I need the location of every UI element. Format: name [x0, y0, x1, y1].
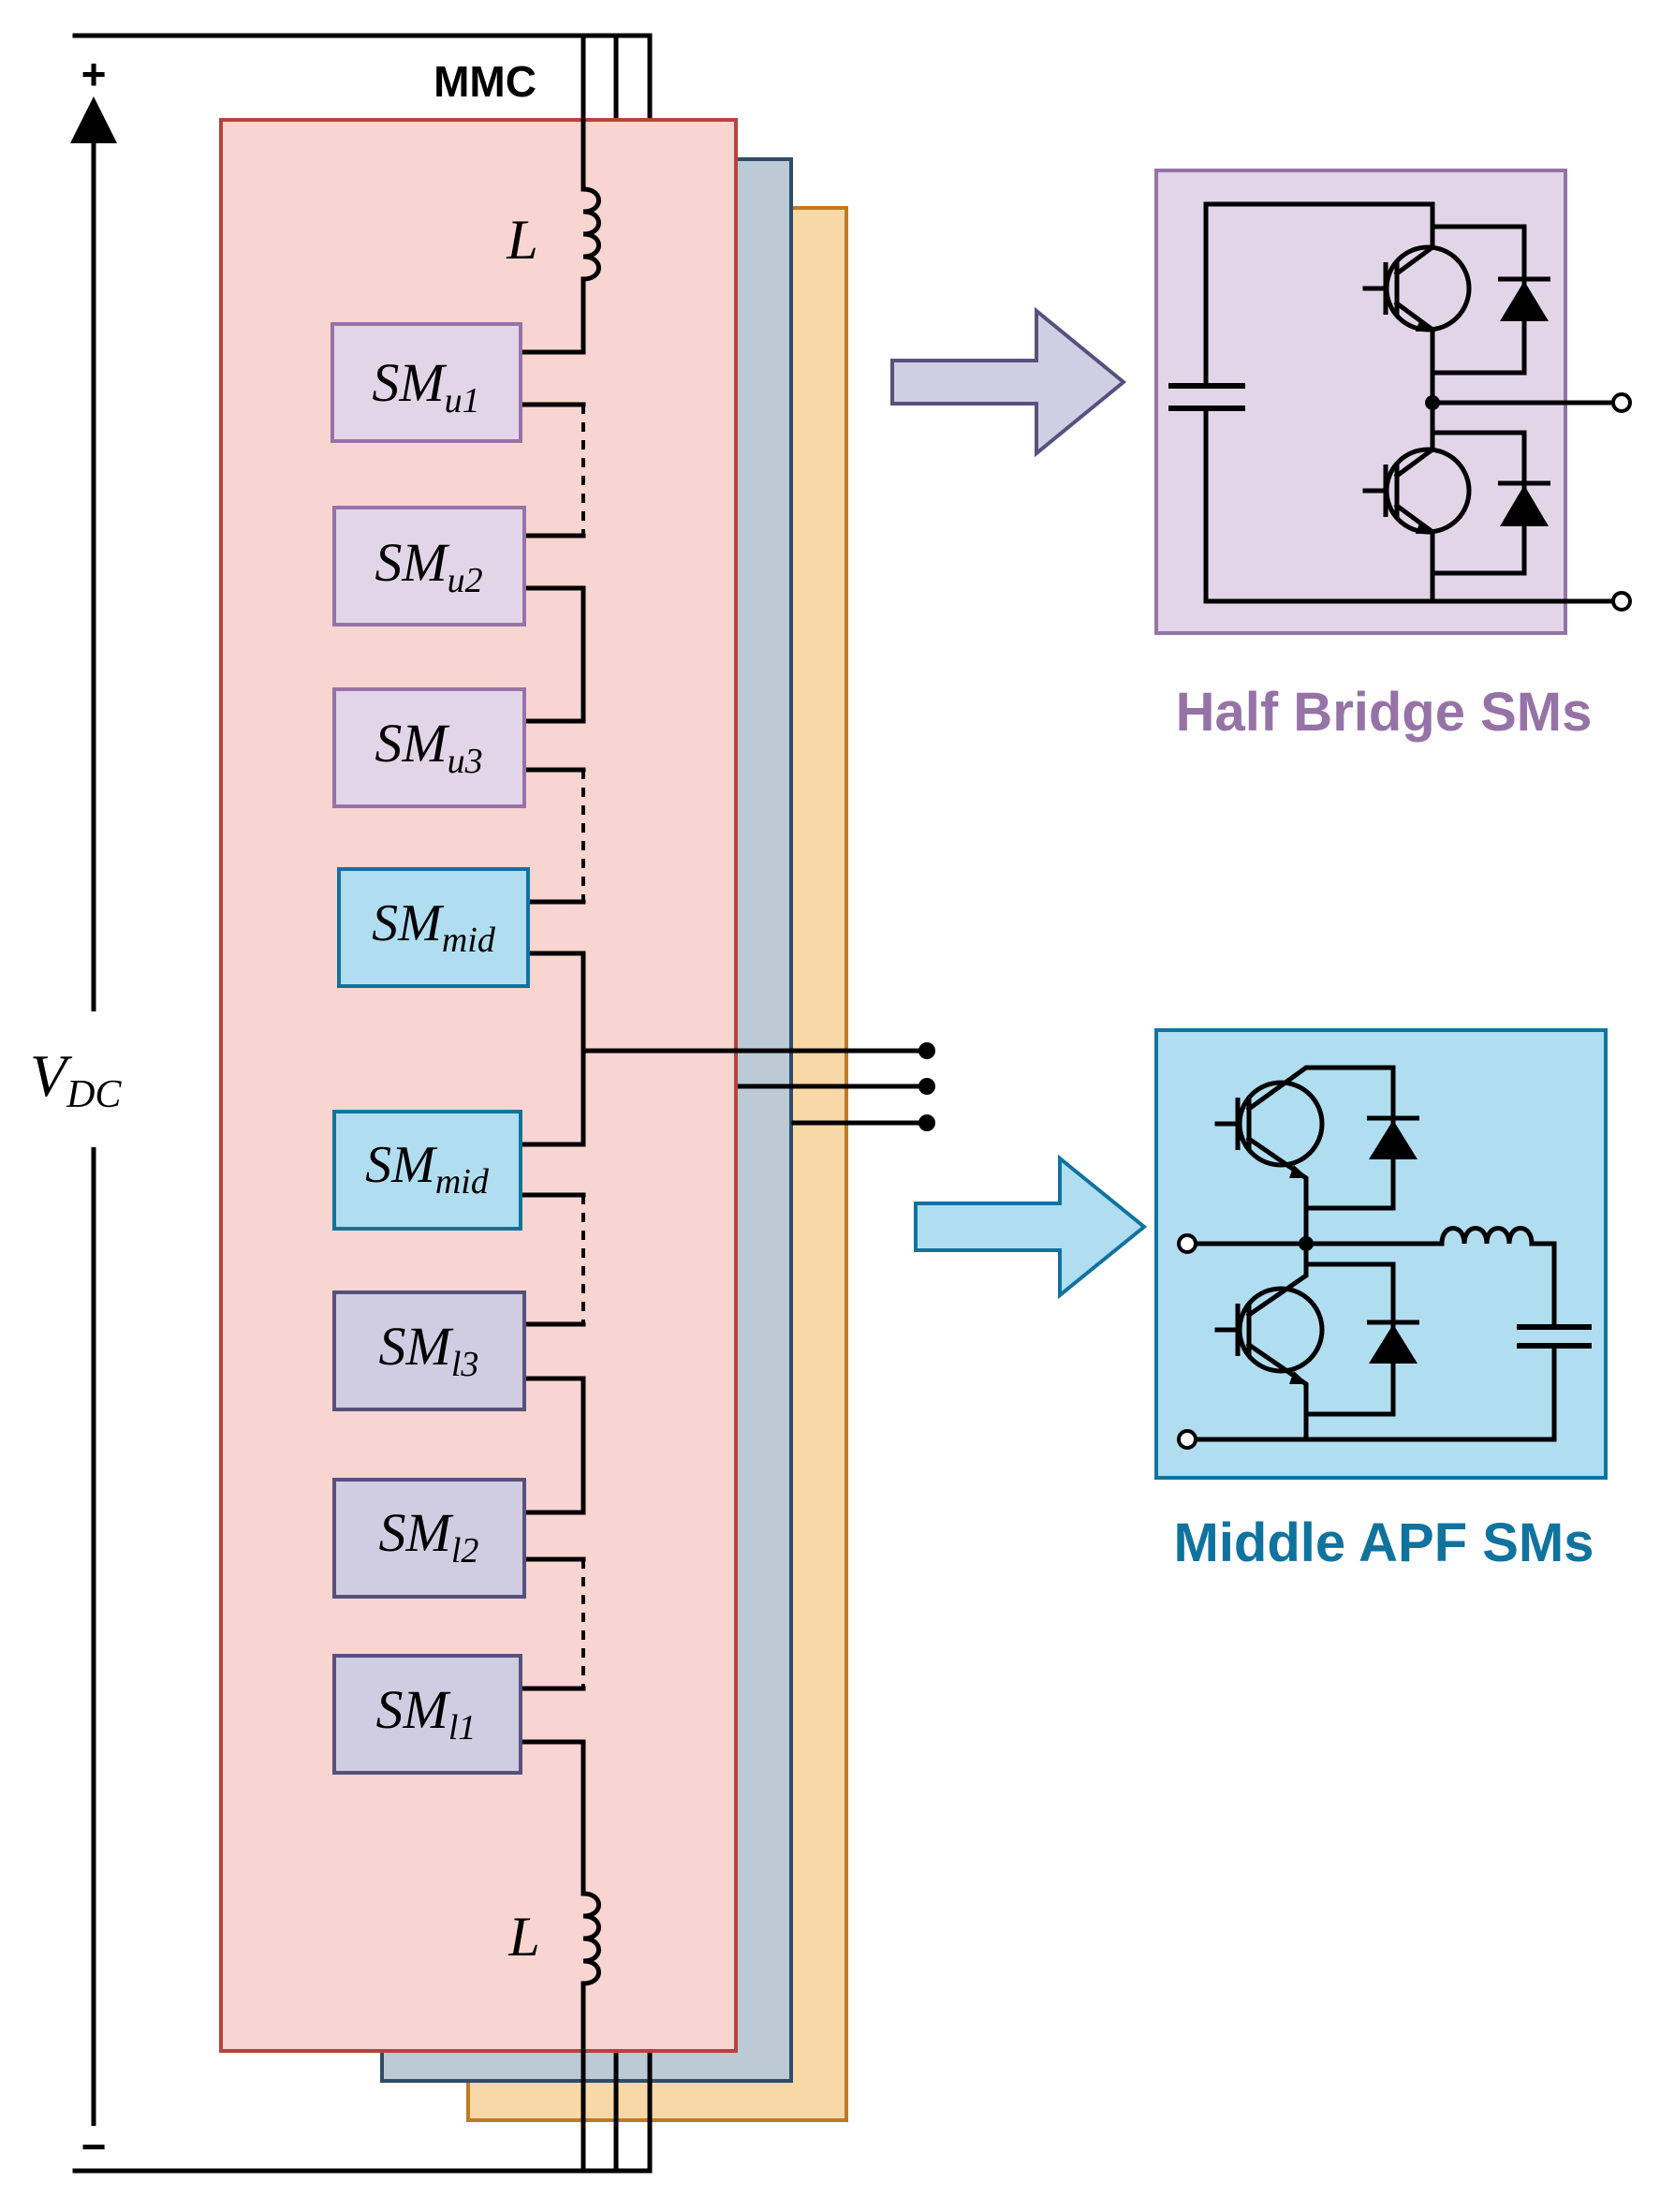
positive-terminal-sign: +: [81, 50, 107, 98]
negative-terminal-sign: −: [81, 2122, 107, 2171]
svg-text:SMl1: SMl1: [376, 1679, 477, 1747]
sm-l2-box: SMl2: [332, 1478, 526, 1599]
hb-output-terminal-top: [1611, 392, 1632, 413]
vdc-label: VDC: [30, 1042, 122, 1116]
output-terminal-c: [918, 1114, 935, 1131]
lower-inductor: [580, 1891, 601, 1986]
svg-text:SMl2: SMl2: [379, 1502, 479, 1571]
svg-text:SMl3: SMl3: [379, 1316, 479, 1384]
hb-top-diode-icon: [1500, 281, 1549, 321]
apf-input-terminal-bottom: [1177, 1429, 1197, 1450]
hb-bottom-diode-icon: [1500, 485, 1549, 526]
lower-inductor-label: L: [507, 1906, 539, 1968]
svg-text:SMmid: SMmid: [365, 1136, 490, 1202]
sm-mid-lower-box: SMmid: [332, 1110, 522, 1231]
middle-apf-arrow: [914, 1154, 1148, 1300]
apf-inductor-icon: [1439, 1226, 1535, 1246]
mmc-label: MMC: [433, 57, 536, 106]
output-terminal-a: [918, 1042, 935, 1059]
apf-bottom-diode-icon: [1369, 1324, 1418, 1364]
apf-top-diode-icon: [1369, 1120, 1418, 1159]
upper-inductor-label: L: [506, 209, 537, 271]
middle-apf-title: Middle APF SMs: [1174, 1512, 1594, 1573]
svg-text:SMmid: SMmid: [372, 894, 496, 960]
half-bridge-arrow: [890, 306, 1127, 458]
hb-output-terminal-bottom: [1611, 591, 1632, 612]
sm-l1-box: SMl1: [332, 1654, 522, 1775]
upper-inductor: [580, 186, 601, 282]
sm-l3-box: SMl3: [332, 1290, 526, 1411]
sm-mid-upper-box: SMmid: [337, 867, 530, 988]
sm-u2-box: SMu2: [332, 506, 526, 627]
svg-text:SMu1: SMu1: [372, 352, 479, 420]
sm-u3-box: SMu3: [332, 687, 526, 808]
half-bridge-title: Half Bridge SMs: [1176, 682, 1593, 743]
svg-text:SMu2: SMu2: [375, 532, 482, 600]
svg-text:SMu3: SMu3: [375, 713, 482, 781]
apf-input-terminal-top: [1177, 1233, 1197, 1254]
sm-u1-box: SMu1: [331, 322, 522, 443]
output-terminal-b: [918, 1078, 935, 1095]
middle-apf-sm-schematic: [1154, 1028, 1608, 1480]
half-bridge-sm-schematic: [1154, 169, 1632, 635]
